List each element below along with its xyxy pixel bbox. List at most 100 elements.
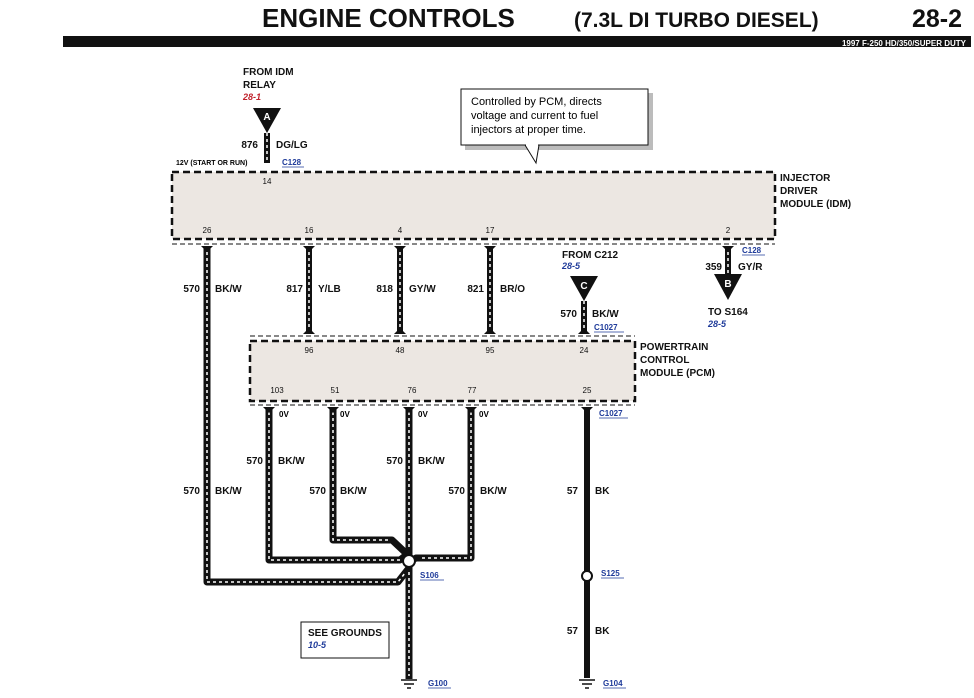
pin-103-voltage: 0V <box>279 410 289 419</box>
c1027-top: C1027 <box>594 323 618 332</box>
wire-359 <box>722 246 734 274</box>
pcm-pin-48: 48 <box>396 346 405 355</box>
pcm-pin-77: 77 <box>468 386 477 395</box>
wire-876-circuit: 876 <box>241 140 258 151</box>
idm-relay-label-1: FROM IDM <box>243 67 294 78</box>
wire-821-circuit: 821 <box>467 284 484 295</box>
pin-76-wire-circuit: 570 <box>386 456 403 467</box>
see-grounds-ref: 10-5 <box>308 640 327 650</box>
wire-818-color: GY/W <box>409 284 436 295</box>
connector-a-icon <box>253 108 281 133</box>
idm-pin-14: 14 <box>263 177 272 186</box>
wire-57-lower-color: BK <box>595 626 610 637</box>
left-wire-circuit-top: 570 <box>183 284 200 295</box>
note-line-1: Controlled by PCM, directs <box>471 96 602 108</box>
note-line-3: injectors at proper time. <box>471 124 586 136</box>
pcm-pin-96: 96 <box>305 346 314 355</box>
connector-c-icon <box>570 276 598 301</box>
idm-label-1: INJECTOR <box>780 173 831 184</box>
note-callout: Controlled by PCM, directs voltage and c… <box>460 88 653 165</box>
c128-top: C128 <box>282 158 302 167</box>
connector-c-letter: C <box>580 281 587 292</box>
connector-b-letter: B <box>724 279 731 290</box>
idm-pin-2: 2 <box>726 226 731 235</box>
pin-76-voltage: 0V <box>418 410 428 419</box>
pin-103-wire-color: BK/W <box>278 456 305 467</box>
pcm-label-1: POWERTRAIN <box>640 342 708 353</box>
page-title: ENGINE CONTROLS <box>262 3 515 33</box>
idm-relay-label-2: RELAY <box>243 80 276 91</box>
vehicle-label: 1997 F-250 HD/350/SUPER DUTY <box>842 39 967 48</box>
idm-label-2: DRIVER <box>780 186 819 197</box>
page-subtitle: (7.3L DI TURBO DIESEL) <box>574 9 819 32</box>
wire-876-color: DG/LG <box>276 140 308 151</box>
pcm-pin-24: 24 <box>580 346 589 355</box>
ground-g104-icon <box>579 679 595 689</box>
wire-57-color: BK <box>595 486 610 497</box>
c212-circuit: 570 <box>560 309 577 320</box>
power-note: 12V (START OR RUN) <box>176 160 247 167</box>
pcm-module <box>248 339 637 403</box>
wire-570-c212 <box>578 301 590 334</box>
splice-s125-label: S125 <box>601 569 620 578</box>
wire-359-color: GY/R <box>738 262 763 273</box>
ground-g100-label: G100 <box>428 679 448 688</box>
idm-pin-4: 4 <box>398 226 403 235</box>
note-line-2: voltage and current to fuel <box>471 110 598 122</box>
wire-817 <box>303 246 315 334</box>
page-number: 28-2 <box>912 5 962 33</box>
wire-821-color: BR/O <box>500 284 525 295</box>
connector-a-letter: A <box>263 112 270 123</box>
c128-bottom: C128 <box>742 246 762 255</box>
wire-818-circuit: 818 <box>376 284 393 295</box>
pin-51-voltage: 0V <box>340 410 350 419</box>
wire-57 <box>584 408 590 678</box>
pin-77-voltage: 0V <box>479 410 489 419</box>
s164-ref: 28-5 <box>707 319 727 329</box>
see-grounds-label: SEE GROUNDS <box>308 628 382 639</box>
pcm-pin-25: 25 <box>583 386 592 395</box>
pin-51-wire-color: BK/W <box>340 486 367 497</box>
c212-ref: 28-5 <box>561 261 581 271</box>
pcm-pin-95: 95 <box>486 346 495 355</box>
connector-b-icon <box>714 274 742 300</box>
wire-57-lower-circuit: 57 <box>567 626 579 637</box>
splice-s106-label: S106 <box>420 571 439 580</box>
pin-51-wire-circuit: 570 <box>309 486 326 497</box>
header-bar <box>63 36 971 47</box>
idm-label-3: MODULE (IDM) <box>780 199 851 210</box>
idm-relay-ref: 28-1 <box>242 92 261 102</box>
see-grounds-box: SEE GROUNDS 10-5 <box>300 621 390 659</box>
c1027-bottom: C1027 <box>599 409 623 418</box>
left-wire-circuit-bottom: 570 <box>183 486 200 497</box>
pcm-pin-103: 103 <box>270 386 284 395</box>
pin-103-wire-circuit: 570 <box>246 456 263 467</box>
wire-57-circuit: 57 <box>567 486 579 497</box>
pin-76-wire-color: BK/W <box>418 456 445 467</box>
idm-pin-16: 16 <box>305 226 314 235</box>
splice-s106-icon <box>402 554 416 568</box>
idm-pin-17: 17 <box>486 226 495 235</box>
left-wire-color-bottom: BK/W <box>215 486 242 497</box>
pin-77-wire-color: BK/W <box>480 486 507 497</box>
splice-s125-icon <box>581 570 593 582</box>
idm-pin-26: 26 <box>203 226 212 235</box>
left-wire-color-top: BK/W <box>215 284 242 295</box>
wire-818 <box>394 246 406 334</box>
pcm-label-3: MODULE (PCM) <box>640 368 715 379</box>
pcm-pin-51: 51 <box>331 386 340 395</box>
pin-77-wire-circuit: 570 <box>448 486 465 497</box>
wire-817-circuit: 817 <box>286 284 303 295</box>
wire-359-circuit: 359 <box>705 262 722 273</box>
pcm-label-2: CONTROL <box>640 355 689 366</box>
wire-821 <box>484 246 496 334</box>
s164-label: TO S164 <box>708 307 748 318</box>
c212-color: BK/W <box>592 309 619 320</box>
pcm-pin-76: 76 <box>408 386 417 395</box>
ground-g104-label: G104 <box>603 679 623 688</box>
idm-module <box>170 170 777 241</box>
ground-g100-icon <box>401 679 417 689</box>
c212-label: FROM C212 <box>562 250 619 261</box>
wire-817-color: Y/LB <box>318 284 341 295</box>
